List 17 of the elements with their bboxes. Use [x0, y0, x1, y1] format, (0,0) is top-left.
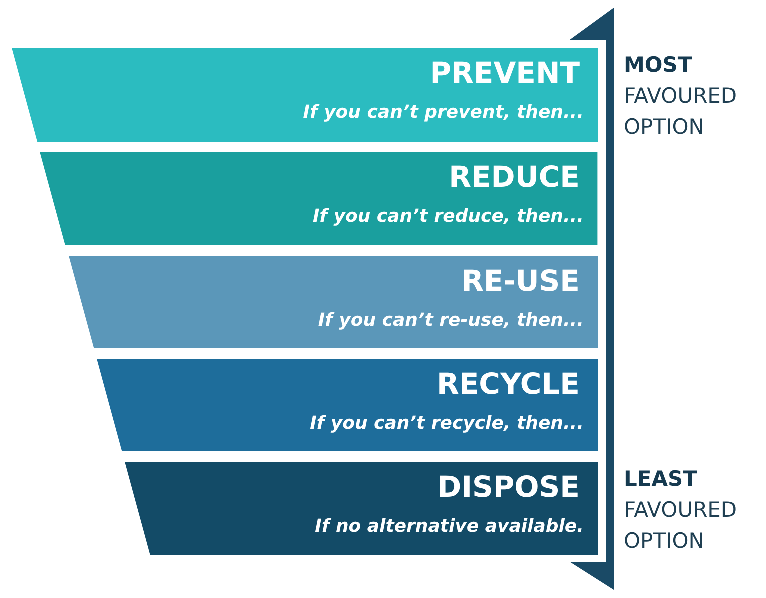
band-title: REDUCE: [449, 160, 580, 194]
priority-label: LEAST FAVOURED OPTION: [624, 466, 738, 555]
funnel-band: [124, 462, 598, 555]
priority-label: MOST FAVOURED OPTION: [624, 52, 738, 141]
band-title: DISPOSE: [438, 470, 580, 504]
band-subtitle: If you can’t reduce, then...: [312, 206, 584, 227]
band-title: RECYCLE: [437, 367, 580, 401]
funnel-band: [40, 152, 598, 245]
funnel-band: [12, 48, 598, 142]
band-subtitle: If no alternative available.: [315, 516, 584, 537]
funnel-band: [68, 256, 598, 348]
band-title: RE-USE: [462, 264, 580, 298]
band-subtitle: If you can’t recycle, then...: [310, 413, 584, 434]
band-subtitle: If you can’t re-use, then...: [318, 310, 584, 331]
band-subtitle: If you can’t prevent, then...: [303, 102, 584, 123]
band-title: PREVENT: [430, 56, 580, 90]
funnel-band: [96, 359, 598, 451]
